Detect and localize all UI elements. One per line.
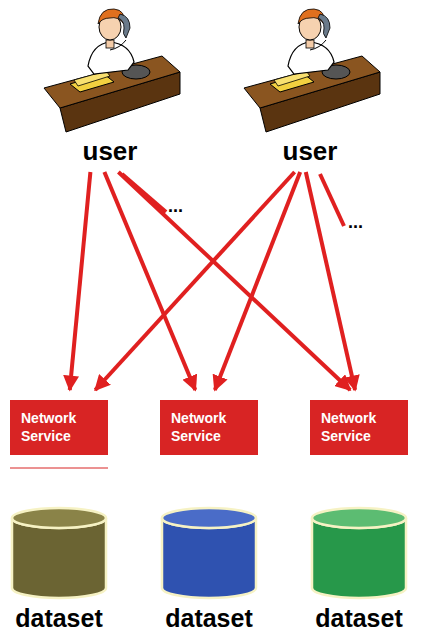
cylinder-body	[312, 518, 406, 598]
user-figure: user	[240, 0, 380, 172]
arrow-line	[215, 172, 300, 390]
request-arrow	[215, 172, 300, 390]
arrow-line	[104, 172, 195, 390]
cylinder-body	[162, 518, 256, 598]
network-service-box: Network Service	[310, 400, 408, 455]
user-figure: user	[40, 0, 180, 172]
cylinder-top	[12, 508, 106, 528]
request-arrow	[306, 172, 355, 390]
continuation-line	[122, 174, 166, 212]
arrow-line	[306, 172, 355, 390]
cylinder-body	[12, 518, 106, 598]
cylinder-outline	[160, 506, 258, 602]
continuation-line	[320, 174, 344, 226]
ellipsis-label: ...	[168, 196, 183, 217]
rule-line	[10, 468, 108, 469]
arrow-line	[70, 172, 91, 390]
network-service-box: Network Service	[160, 400, 258, 455]
request-arrow	[70, 172, 91, 390]
ellipsis-label: ...	[348, 212, 363, 233]
user-label: user	[20, 136, 200, 167]
user-illustration	[44, 9, 180, 132]
cylinder-outline	[310, 506, 408, 602]
request-arrow	[118, 172, 350, 390]
dataset-label: dataset	[0, 604, 128, 633]
dataset-cylinder: dataset	[10, 506, 108, 636]
dataset-cylinder: dataset	[310, 506, 408, 636]
user-label: user	[220, 136, 400, 167]
service-label: Network Service	[321, 409, 398, 445]
network-service-box: Network Service	[10, 400, 108, 455]
request-arrow	[104, 172, 195, 390]
user-illustration	[244, 9, 380, 132]
arrow-line	[95, 172, 294, 390]
cylinder-top	[162, 508, 256, 528]
arrow-line	[118, 172, 350, 390]
dataset-cylinder: dataset	[160, 506, 258, 636]
cylinder-outline	[10, 506, 108, 602]
request-arrow	[95, 172, 294, 390]
cylinder-top	[312, 508, 406, 528]
service-label: Network Service	[171, 409, 248, 445]
dataset-label: dataset	[290, 604, 422, 633]
service-label: Network Service	[21, 409, 98, 445]
dataset-label: dataset	[140, 604, 278, 633]
